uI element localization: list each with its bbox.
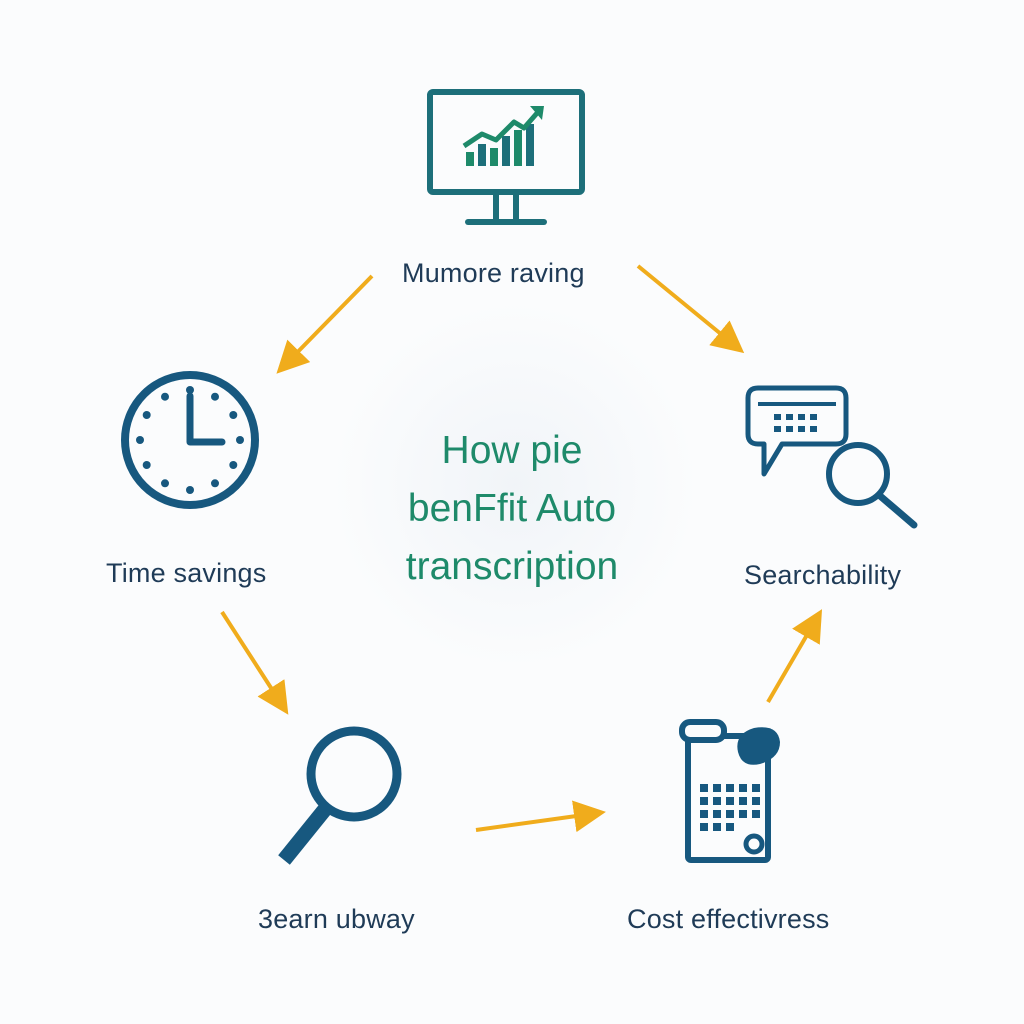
calculator-key: [752, 784, 760, 792]
arrow-top-to-right: [636, 264, 745, 354]
node-label-left: Time savings: [106, 558, 267, 588]
center-title-line-1: How pie: [441, 429, 583, 472]
calculator-key: [700, 823, 708, 831]
center-glow: [330, 300, 700, 670]
arrow-left-to-bottom-left: [220, 610, 289, 715]
clock-tick-dot: [211, 392, 219, 401]
arrow-top-to-left: [276, 274, 374, 374]
calculator-key: [713, 797, 721, 805]
clock-tick-dot: [229, 461, 238, 469]
calculator-key: [726, 810, 734, 818]
calculator-key: [713, 823, 721, 831]
clock-tick-dot: [186, 386, 194, 394]
magnifier-icon: [278, 726, 402, 865]
monitor-chart-icon: [427, 89, 585, 225]
clock-tick-dot: [229, 411, 238, 419]
calculator-key: [739, 784, 747, 792]
center-title-line-3: transcription: [405, 545, 619, 588]
arrow-bottom-right-to-right: [766, 609, 823, 704]
calculator-key: [726, 823, 734, 831]
calculator-key: [700, 797, 708, 805]
calculator-key: [713, 784, 721, 792]
clock-tick-dot: [142, 461, 151, 469]
node-label-bottom-right: Cost effectivress: [627, 904, 830, 934]
center-title: How pie benFfit Auto transcription: [332, 422, 692, 596]
chat-search-icon: [745, 385, 918, 529]
calculator-key: [752, 797, 760, 805]
clock-tick-dot: [236, 436, 244, 444]
arrow-bottom-left-to-bottom-right: [475, 800, 606, 833]
clock-tick-dot: [142, 411, 151, 419]
calculator-icon: [679, 719, 780, 863]
calculator-key: [739, 810, 747, 818]
node-label-top: Mumore raving: [402, 258, 585, 288]
node-label-bottom-left: 3earn ubway: [258, 904, 415, 934]
calculator-key: [752, 810, 760, 818]
calculator-key: [700, 784, 708, 792]
calculator-key: [726, 797, 734, 805]
calculator-key: [726, 784, 734, 792]
clock-tick-dot: [161, 392, 169, 401]
node-label-right: Searchability: [744, 560, 902, 590]
calculator-key: [713, 810, 721, 818]
calculator-key: [700, 810, 708, 818]
center-title-line-2: benFfit Auto: [407, 487, 617, 530]
clock-tick-dot: [161, 479, 169, 488]
clock-tick-dot: [211, 479, 219, 488]
clock-icon: [121, 371, 259, 509]
calculator-key: [739, 797, 747, 805]
clock-tick-dot: [136, 436, 144, 444]
clock-tick-dot: [186, 486, 194, 494]
